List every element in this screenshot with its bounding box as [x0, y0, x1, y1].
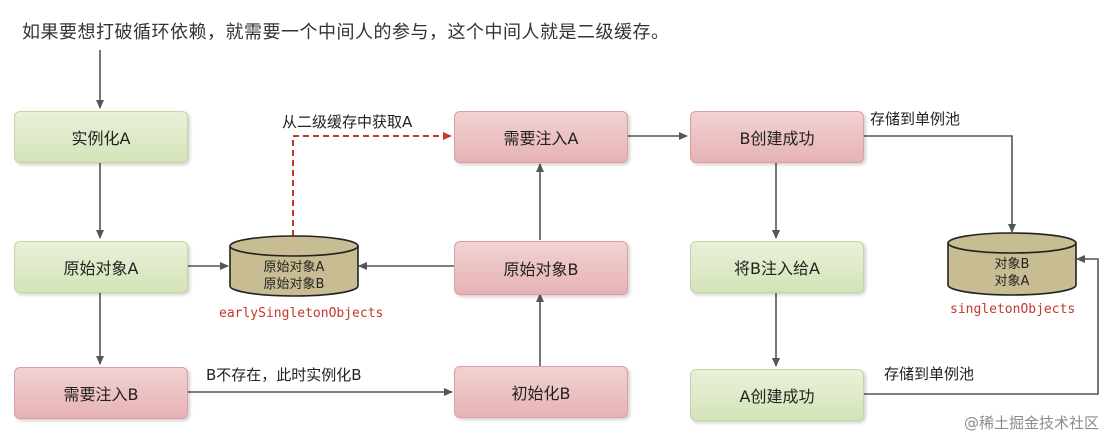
- node-inject-b-into-a: 将B注入给A: [690, 241, 864, 293]
- early-cache-line1: 原始对象A: [263, 260, 325, 275]
- intro-text: 如果要想打破循环依赖，就需要一个中间人的参与，这个中间人就是二级缓存。: [22, 22, 670, 43]
- node-inject-b: 需要注入B: [14, 367, 188, 419]
- label-store-pool-1: 存储到单例池: [870, 110, 961, 128]
- arrow-a-created-to-pool: [862, 255, 1099, 395]
- early-cache-cylinder: [229, 235, 359, 297]
- early-cache-line2: 原始对象B: [263, 277, 325, 292]
- label-get-from-cache: 从二级缓存中获取A: [282, 113, 413, 131]
- node-a-created: A创建成功: [690, 369, 864, 421]
- early-cache: 原始对象A 原始对象B: [230, 256, 358, 296]
- node-raw-object-a: 原始对象A: [14, 241, 188, 293]
- singleton-cache-line1: 对象B: [994, 257, 1030, 272]
- singleton-cache: 对象B 对象A: [948, 253, 1076, 293]
- singleton-cache-cylinder: [947, 232, 1077, 296]
- node-init-b: 初始化B: [454, 366, 628, 418]
- watermark: @稀土掘金技术社区: [963, 414, 1099, 432]
- node-raw-object-b: 原始对象B: [454, 241, 628, 295]
- node-instantiate-a: 实例化A: [14, 111, 188, 163]
- singleton-cache-name: singletonObjects: [950, 302, 1076, 317]
- label-store-pool-2: 存储到单例池: [884, 365, 975, 383]
- arrow-b-created-to-pool: [862, 135, 1016, 233]
- arrow-cache-to-inject-a-dashed: [292, 132, 452, 236]
- node-inject-a: 需要注入A: [454, 111, 628, 163]
- node-b-created: B创建成功: [690, 111, 864, 163]
- early-cache-name: earlySingletonObjects: [219, 306, 384, 321]
- label-b-not-exist: B不存在，此时实例化B: [206, 366, 362, 384]
- singleton-cache-line2: 对象A: [994, 274, 1030, 289]
